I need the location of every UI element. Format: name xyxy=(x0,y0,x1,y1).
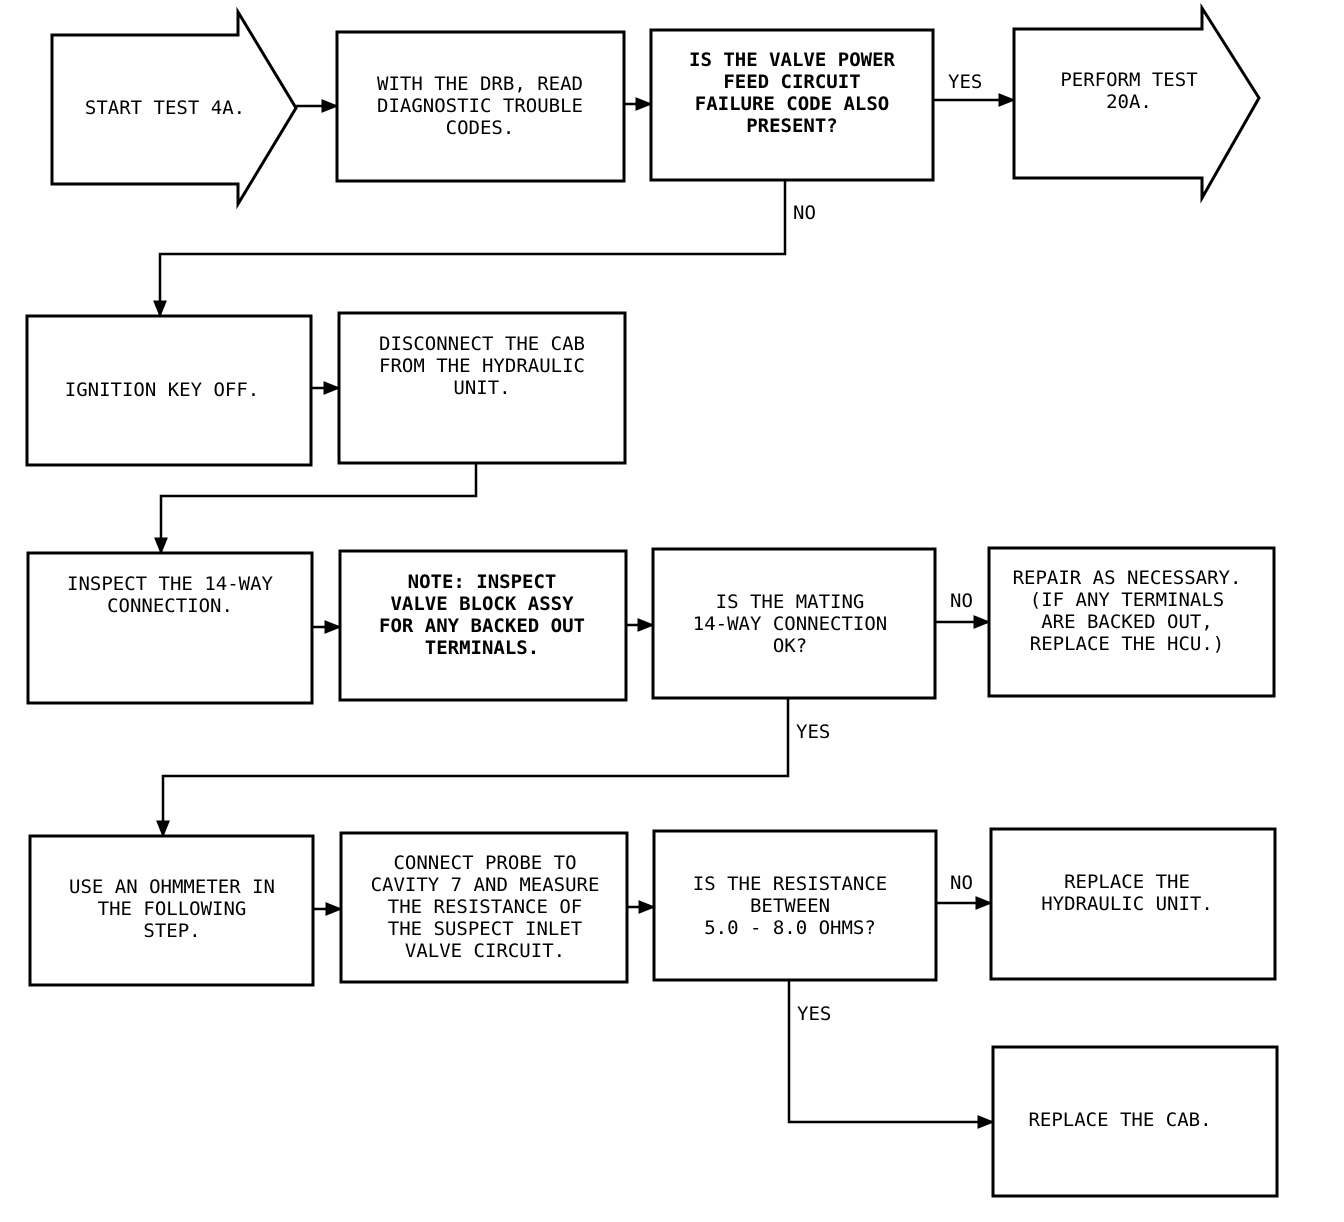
step-line: CAVITY 7 AND MEASURE xyxy=(371,874,600,896)
use-ohmmeter-box xyxy=(28,834,315,987)
ignition-off-box xyxy=(25,314,313,467)
repair-box xyxy=(987,546,1276,698)
step-line: REPAIR AS NECESSARY. xyxy=(1013,567,1242,589)
label-yes-1: YES xyxy=(948,71,982,93)
step-line: THE FOLLOWING xyxy=(98,898,247,920)
step-line: 5.0 - 8.0 OHMS? xyxy=(704,917,876,939)
step-line: CONNECT PROBE TO xyxy=(393,852,576,874)
connector-disconnect-inspect xyxy=(154,463,478,555)
read-codes-box xyxy=(335,30,626,183)
inspect-14way-box xyxy=(26,551,314,705)
step-line: FAILURE CODE ALSO xyxy=(695,93,889,115)
step-line: FROM THE HYDRAULIC xyxy=(379,355,585,377)
note-box xyxy=(338,549,628,702)
mating-question-box xyxy=(651,547,937,700)
step-line: IS THE MATING xyxy=(716,591,865,613)
label-no-1: NO xyxy=(793,202,816,224)
resistance-question-box xyxy=(652,829,938,982)
label-no-3: NO xyxy=(950,872,973,894)
valve-power-question-box xyxy=(649,28,935,182)
step-line: CODES. xyxy=(446,117,515,139)
step-line: PERFORM TEST xyxy=(1060,69,1197,91)
step-line: IGNITION KEY OFF. xyxy=(65,379,259,401)
step-line: PRESENT? xyxy=(746,115,838,137)
connector-resistance-replace-cab xyxy=(787,980,995,1129)
step-line: REPLACE THE CAB. xyxy=(1028,1109,1211,1131)
perform-20a-arrow-shape xyxy=(1012,2,1261,204)
start-arrow-shape xyxy=(50,6,298,210)
step-line: ARE BACKED OUT, xyxy=(1041,611,1213,633)
step-line: THE RESISTANCE OF xyxy=(388,896,582,918)
step-line: IS THE RESISTANCE xyxy=(693,873,887,895)
step-line: FOR ANY BACKED OUT xyxy=(379,615,585,637)
replace-hydraulic-unit-box xyxy=(989,827,1277,981)
label-yes-2: YES xyxy=(796,721,830,743)
connector-mating-ohmmeter xyxy=(156,698,790,838)
step-line: 14-WAY CONNECTION xyxy=(693,613,887,635)
step-line: VALVE BLOCK ASSY xyxy=(390,593,574,615)
step-line: FEED CIRCUIT xyxy=(723,71,860,93)
disconnect-cab-box xyxy=(337,311,627,465)
step-line: (IF ANY TERMINALS xyxy=(1030,589,1224,611)
step-line: CONNECTION. xyxy=(107,595,233,617)
step-line: REPLACE THE HCU.) xyxy=(1030,633,1224,655)
step-line: STEP. xyxy=(143,920,200,942)
step-line: VALVE CIRCUIT. xyxy=(405,940,565,962)
step-line: OK? xyxy=(773,635,807,657)
connector-question-ignition xyxy=(153,180,787,318)
step-line: NOTE: INSPECT xyxy=(408,571,557,593)
step-start: START TEST 4A. xyxy=(85,97,245,119)
step-line: 20A. xyxy=(1106,91,1152,113)
step-line: IS THE VALVE POWER xyxy=(689,49,895,71)
step-line: USE AN OHMMETER IN xyxy=(69,876,275,898)
step-line: INSPECT THE 14-WAY xyxy=(67,573,273,595)
step-replace-cab: REPLACE THE CAB. xyxy=(1028,1109,1211,1131)
step-ignition-off: IGNITION KEY OFF. xyxy=(65,379,259,401)
step-line: START TEST 4A. xyxy=(85,97,245,119)
replace-cab-box xyxy=(991,1045,1279,1198)
label-no-2: NO xyxy=(950,590,973,612)
label-yes-3: YES xyxy=(797,1003,831,1025)
step-line: THE SUSPECT INLET xyxy=(388,918,582,940)
step-line: DISCONNECT THE CAB xyxy=(379,333,585,355)
step-line: TERMINALS. xyxy=(425,637,539,659)
step-line: WITH THE DRB, READ xyxy=(377,73,583,95)
step-line: HYDRAULIC UNIT. xyxy=(1041,893,1213,915)
step-line: REPLACE THE xyxy=(1064,871,1190,893)
step-line: BETWEEN xyxy=(750,895,830,917)
step-line: UNIT. xyxy=(453,377,510,399)
step-line: DIAGNOSTIC TROUBLE xyxy=(377,95,583,117)
